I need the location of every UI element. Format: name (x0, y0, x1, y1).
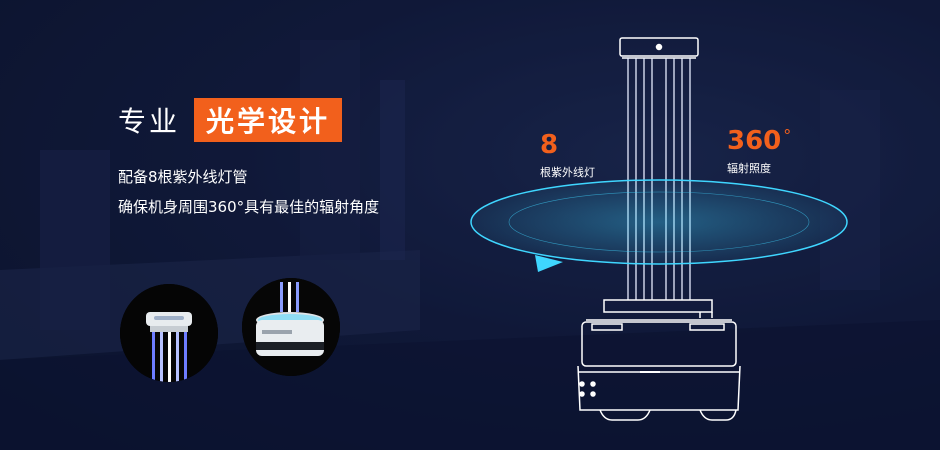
stat-lamps: 8 根紫外线灯 (540, 132, 595, 180)
radiation-ring (470, 179, 848, 272)
description-line-2: 确保机身周围360°具有最佳的辐射角度 (118, 198, 380, 216)
robot-base-closeup (242, 278, 340, 376)
robot-base (577, 299, 741, 421)
stat-angle-unit: ° (783, 126, 792, 145)
stat-angle-label: 辐射照度 (727, 162, 771, 175)
stat-angle-number: 360 (727, 126, 782, 156)
heading-plain: 专业 (118, 105, 181, 138)
lamp-top-closeup (120, 284, 218, 382)
stat-angle-value: 360° (727, 126, 792, 156)
robot-top-cap (619, 37, 699, 59)
description-line-1: 配备8根紫外线灯管 (118, 168, 248, 186)
heading-highlight: 光学设计 (194, 98, 343, 142)
stat-lamps-label: 根紫外线灯 (540, 166, 595, 179)
robot-base-closeup-icon (242, 278, 340, 376)
stat-lamps-value: 8 (540, 130, 559, 160)
heading: 专业 光学设计 (118, 98, 343, 142)
lamp-top-closeup-icon (120, 284, 218, 382)
stat-angle: 360° 辐射照度 (727, 128, 791, 176)
rotation-arrow-icon (535, 255, 563, 272)
